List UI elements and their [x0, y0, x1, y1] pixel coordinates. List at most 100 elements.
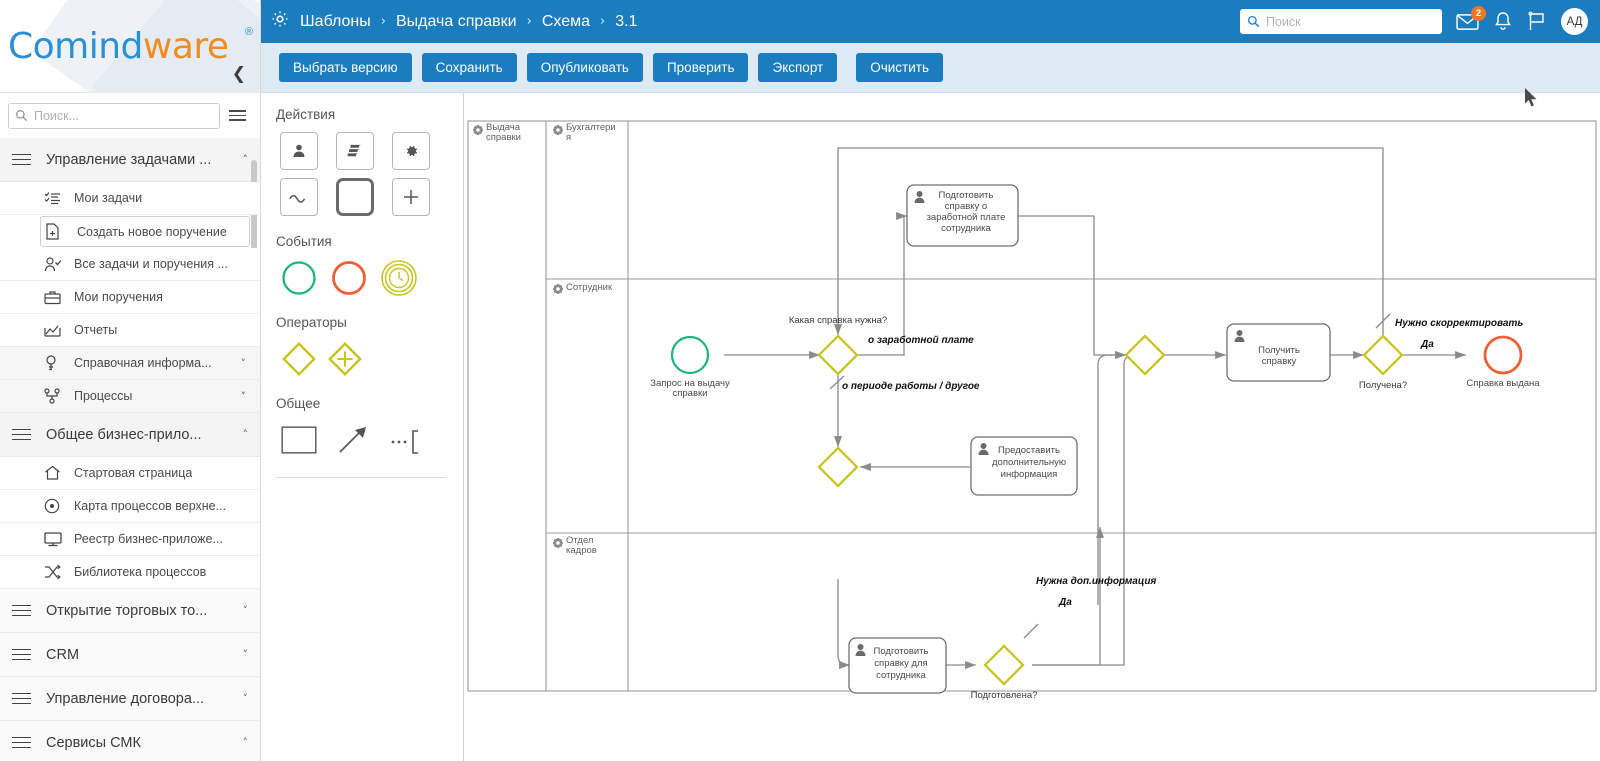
palette-script-task[interactable]	[336, 132, 374, 170]
sidebar-item-create-assignment[interactable]: Создать новое поручение	[40, 216, 250, 247]
gear-icon[interactable]	[270, 9, 290, 34]
palette-parallel-gateway[interactable]	[326, 340, 364, 378]
clear-button[interactable]: Очистить	[856, 53, 943, 82]
arrow-connector-icon	[339, 427, 366, 453]
avatar[interactable]: АД	[1561, 8, 1588, 35]
sidebar-group-business-app[interactable]: Общее бизнес-прило... ˄	[0, 413, 260, 457]
bpmn-task-receive[interactable]: Получить справку	[1226, 323, 1331, 382]
sidebar-item-reference-info[interactable]: Справочная информа... ˅	[0, 347, 260, 380]
timer-event-icon	[381, 260, 417, 296]
new-document-icon	[45, 223, 69, 240]
task-salary-line2: справку о	[945, 201, 987, 212]
bpmn-gateway-received[interactable]: Получена?	[1359, 334, 1407, 391]
export-button[interactable]: Экспорт	[758, 53, 838, 82]
palette-start-event[interactable]	[280, 259, 318, 297]
breadcrumb-item-version[interactable]: 3.1	[615, 12, 638, 30]
bpmn-diagram[interactable]: Выдача справки Бухгалтери я	[464, 93, 1600, 761]
lane-header-accounting[interactable]: Бухгалтери я	[553, 122, 616, 143]
left-sidebar: Comindware ® ❮ Управление задачами	[0, 0, 261, 761]
sidebar-group-crm[interactable]: CRM ˅	[0, 633, 260, 677]
pool-header[interactable]: Выдача справки	[473, 122, 521, 143]
sidebar-item-process-library[interactable]: Библиотека процессов	[0, 556, 260, 589]
sidebar-item-start-page[interactable]: Стартовая страница	[0, 457, 260, 490]
chart-icon	[44, 323, 68, 338]
bell-icon[interactable]	[1493, 11, 1513, 32]
sidebar-item-reports[interactable]: Отчеты	[0, 314, 260, 347]
bpmn-end-event[interactable]: Справка выдана	[1466, 335, 1540, 389]
palette-row-gateways	[274, 340, 463, 378]
select-version-button[interactable]: Выбрать версию	[279, 53, 412, 82]
default-flow-marker-1	[829, 375, 845, 390]
flow-correction-loop[interactable]	[833, 147, 1384, 336]
bpmn-start-event[interactable]: Запрос на выдачу справки	[650, 335, 730, 399]
chevron-down-icon[interactable]: ˅	[240, 356, 247, 370]
palette-rectangle[interactable]	[280, 421, 318, 459]
sidebar-collapse-chevron-left-icon[interactable]: ❮	[231, 64, 246, 84]
exclusive-gateway-icon	[282, 342, 316, 376]
bpmn-gateway-prepared[interactable]: Подготовлена?	[971, 644, 1038, 701]
bpmn-pool[interactable]	[467, 120, 1597, 692]
task-salary-line1: Подготовить	[939, 190, 994, 201]
palette-service-task[interactable]	[392, 132, 430, 170]
sidebar-item-processes[interactable]: Процессы ˅	[0, 380, 260, 413]
palette-connector[interactable]	[334, 421, 372, 459]
edge-label-period-other: о периоде работы / другое	[842, 380, 980, 392]
header-search-box[interactable]	[1240, 9, 1442, 34]
start-event-icon	[282, 261, 316, 295]
lane-header-hr[interactable]: Отдел кадров	[553, 535, 597, 556]
sidebar-group-qms[interactable]: Сервисы СМК ˄	[0, 721, 260, 761]
bpmn-task-hr-prepare[interactable]: Подготовить справку для сотрудника	[848, 637, 947, 694]
chevron-up-icon: ˄	[242, 736, 249, 749]
sidebar-item-all-tasks[interactable]: Все задачи и поручения ...	[0, 248, 260, 281]
sidebar-menu-hamburger-icon[interactable]	[222, 110, 252, 121]
breadcrumb-item-scheme[interactable]: Схема	[541, 12, 590, 30]
mail-icon[interactable]: 2	[1456, 6, 1486, 31]
breadcrumb-separator-icon: ›	[599, 14, 606, 29]
rectangle-shape-icon	[281, 426, 317, 454]
parallel-gateway-icon	[328, 342, 362, 376]
bpmn-gateway-type[interactable]: Какая справка нужна?	[789, 315, 887, 376]
palette-event-subprocess[interactable]	[280, 178, 318, 216]
sidebar-item-app-registry[interactable]: Реестр бизнес-приложе...	[0, 523, 260, 556]
bpmn-gateway-merge-right[interactable]	[1124, 334, 1166, 376]
chevron-down-icon[interactable]: ˅	[240, 389, 247, 403]
palette-subprocess[interactable]	[392, 178, 430, 216]
sidebar-item-label: Мои задачи	[74, 191, 143, 205]
hamburger-icon	[12, 604, 36, 617]
sidebar-item-my-tasks[interactable]: Мои задачи	[0, 182, 260, 215]
sidebar-search-box[interactable]	[8, 102, 220, 129]
palette-task[interactable]	[336, 178, 374, 216]
palette-exclusive-gateway[interactable]	[280, 340, 318, 378]
sidebar-group-contracts[interactable]: Управление договора... ˅	[0, 677, 260, 721]
bpmn-task-salary[interactable]: Подготовить справку о заработной плате с…	[906, 184, 1019, 247]
sidebar-item-process-map[interactable]: Карта процессов верхне...	[0, 490, 260, 523]
breadcrumb-item-certificate[interactable]: Выдача справки	[395, 12, 517, 30]
brand-logo[interactable]: Comindware	[8, 26, 229, 67]
palette-end-event[interactable]	[330, 259, 368, 297]
bpmn-task-extra-info[interactable]: Предоставить дополнительную информация	[970, 436, 1078, 496]
pool-label-line2: справки	[486, 132, 521, 143]
palette-timer-event[interactable]	[380, 259, 418, 297]
flow-prepared-to-merge-right[interactable]	[1097, 350, 1126, 605]
publish-button[interactable]: Опубликовать	[526, 53, 643, 82]
sidebar-group-label: Сервисы СМК	[46, 734, 141, 751]
sidebar-group-retail[interactable]: Открытие торговых то... ˅	[0, 589, 260, 633]
validate-button[interactable]: Проверить	[652, 53, 749, 82]
task-hr-line3: сотрудника	[876, 670, 926, 681]
task-salary-line4: сотрудника	[941, 223, 991, 234]
sidebar-group-tasks[interactable]: Управление задачами ... ˄	[0, 138, 260, 182]
task-hr-line1: Подготовить	[874, 646, 929, 657]
sidebar-search-input[interactable]	[34, 108, 213, 123]
bpmn-canvas[interactable]: Выдача справки Бухгалтери я	[464, 93, 1600, 761]
sidebar-item-my-assignments[interactable]: Мои поручения	[0, 281, 260, 314]
bpmn-gateway-merge-low[interactable]	[817, 446, 859, 488]
hamburger-icon	[12, 692, 36, 705]
palette-user-task[interactable]	[280, 132, 318, 170]
header-search-input[interactable]	[1266, 14, 1435, 29]
palette-association[interactable]	[388, 421, 426, 459]
palette-section-title-gateways: Операторы	[276, 315, 347, 330]
save-button[interactable]: Сохранить	[421, 53, 517, 82]
flag-icon[interactable]	[1527, 11, 1547, 32]
lane-header-employee[interactable]: Сотрудник	[553, 282, 613, 294]
breadcrumb-item-templates[interactable]: Шаблоны	[300, 12, 371, 30]
